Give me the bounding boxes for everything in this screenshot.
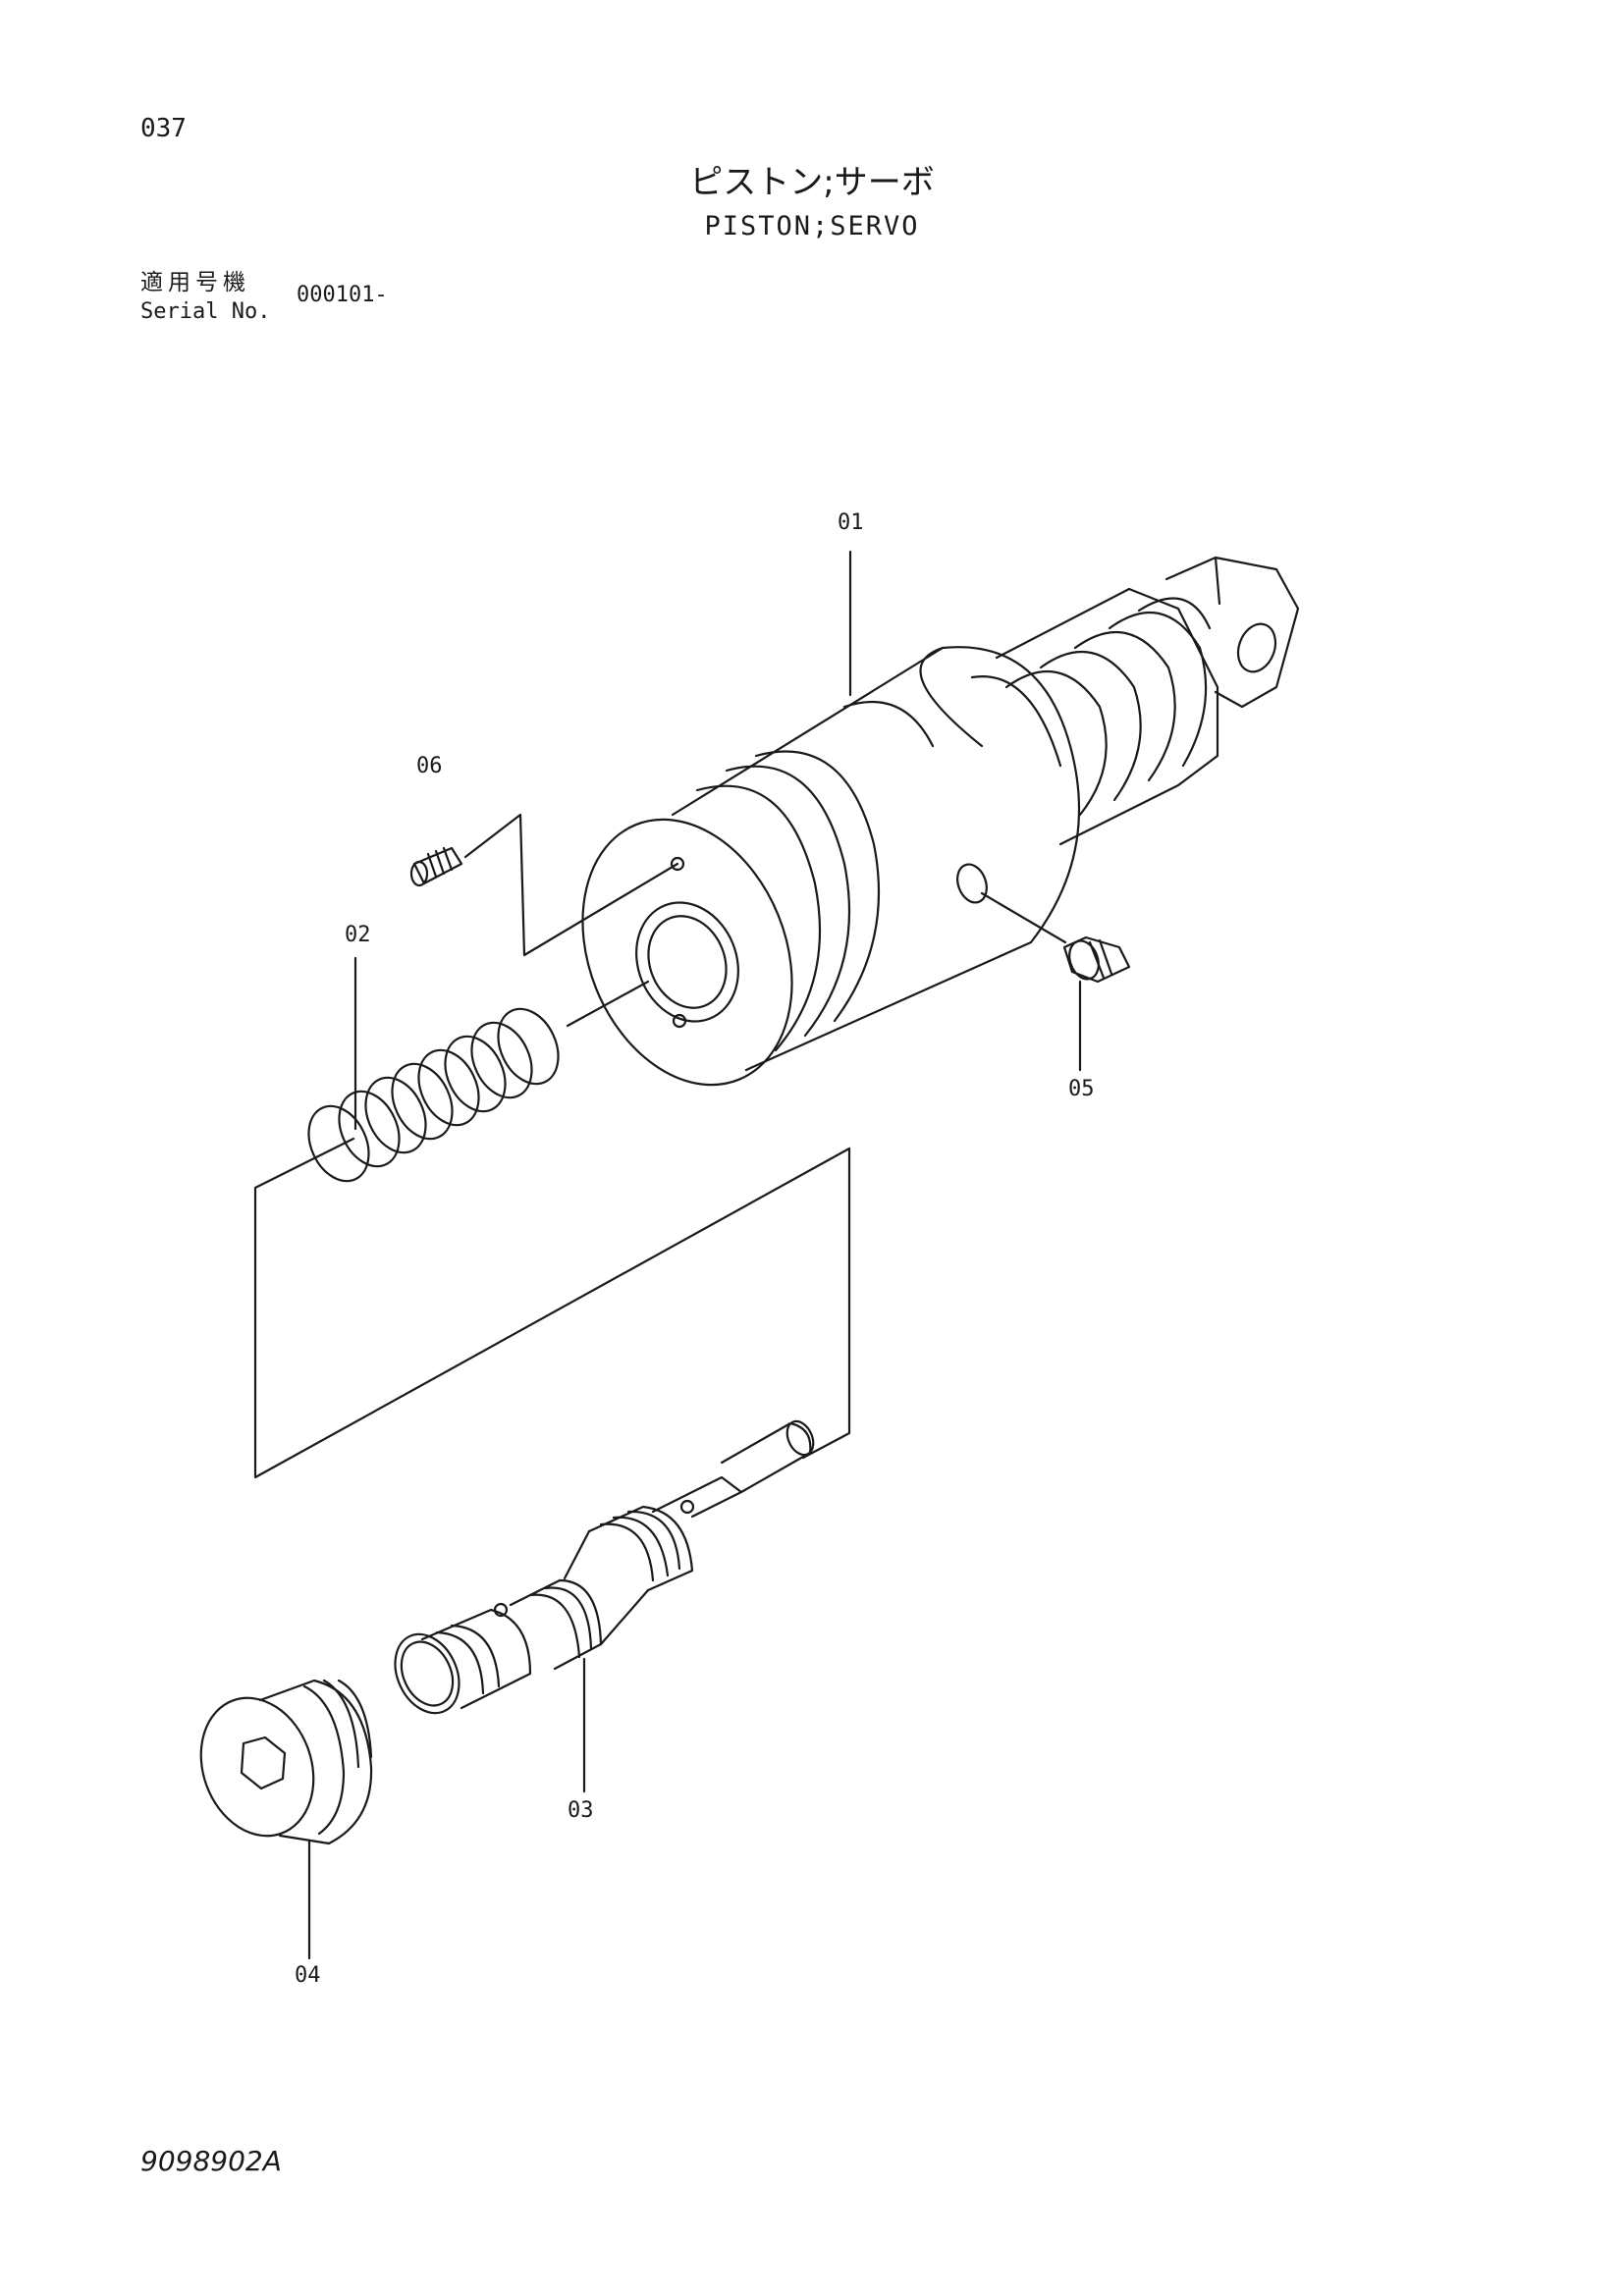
callout-part-06: 06 xyxy=(416,754,443,778)
callout-part-04: 04 xyxy=(295,1963,321,1988)
document-code: 9098902A xyxy=(140,2145,282,2177)
page-title-english: PISTON;SERVO xyxy=(704,211,920,241)
callout-part-02: 02 xyxy=(345,923,371,947)
serial-label-english: Serial No. xyxy=(140,299,271,324)
piston-body-part-01 xyxy=(581,556,1300,1087)
plug-part-05 xyxy=(1062,935,1131,984)
callout-part-05: 05 xyxy=(1068,1077,1095,1101)
hex-plug-part-04 xyxy=(199,1679,373,1845)
serial-number-value: 000101- xyxy=(297,283,388,307)
callout-part-03: 03 xyxy=(568,1798,594,1823)
spool-part-03 xyxy=(394,1419,815,1715)
callout-part-01: 01 xyxy=(838,510,864,535)
page-number: 037 xyxy=(140,114,187,143)
page-title-japanese: ピストン;サーボ xyxy=(689,163,935,202)
serial-label-japanese: 適用号機 xyxy=(140,270,250,295)
plug-part-06 xyxy=(409,846,463,887)
spring-part-02 xyxy=(307,1007,560,1183)
